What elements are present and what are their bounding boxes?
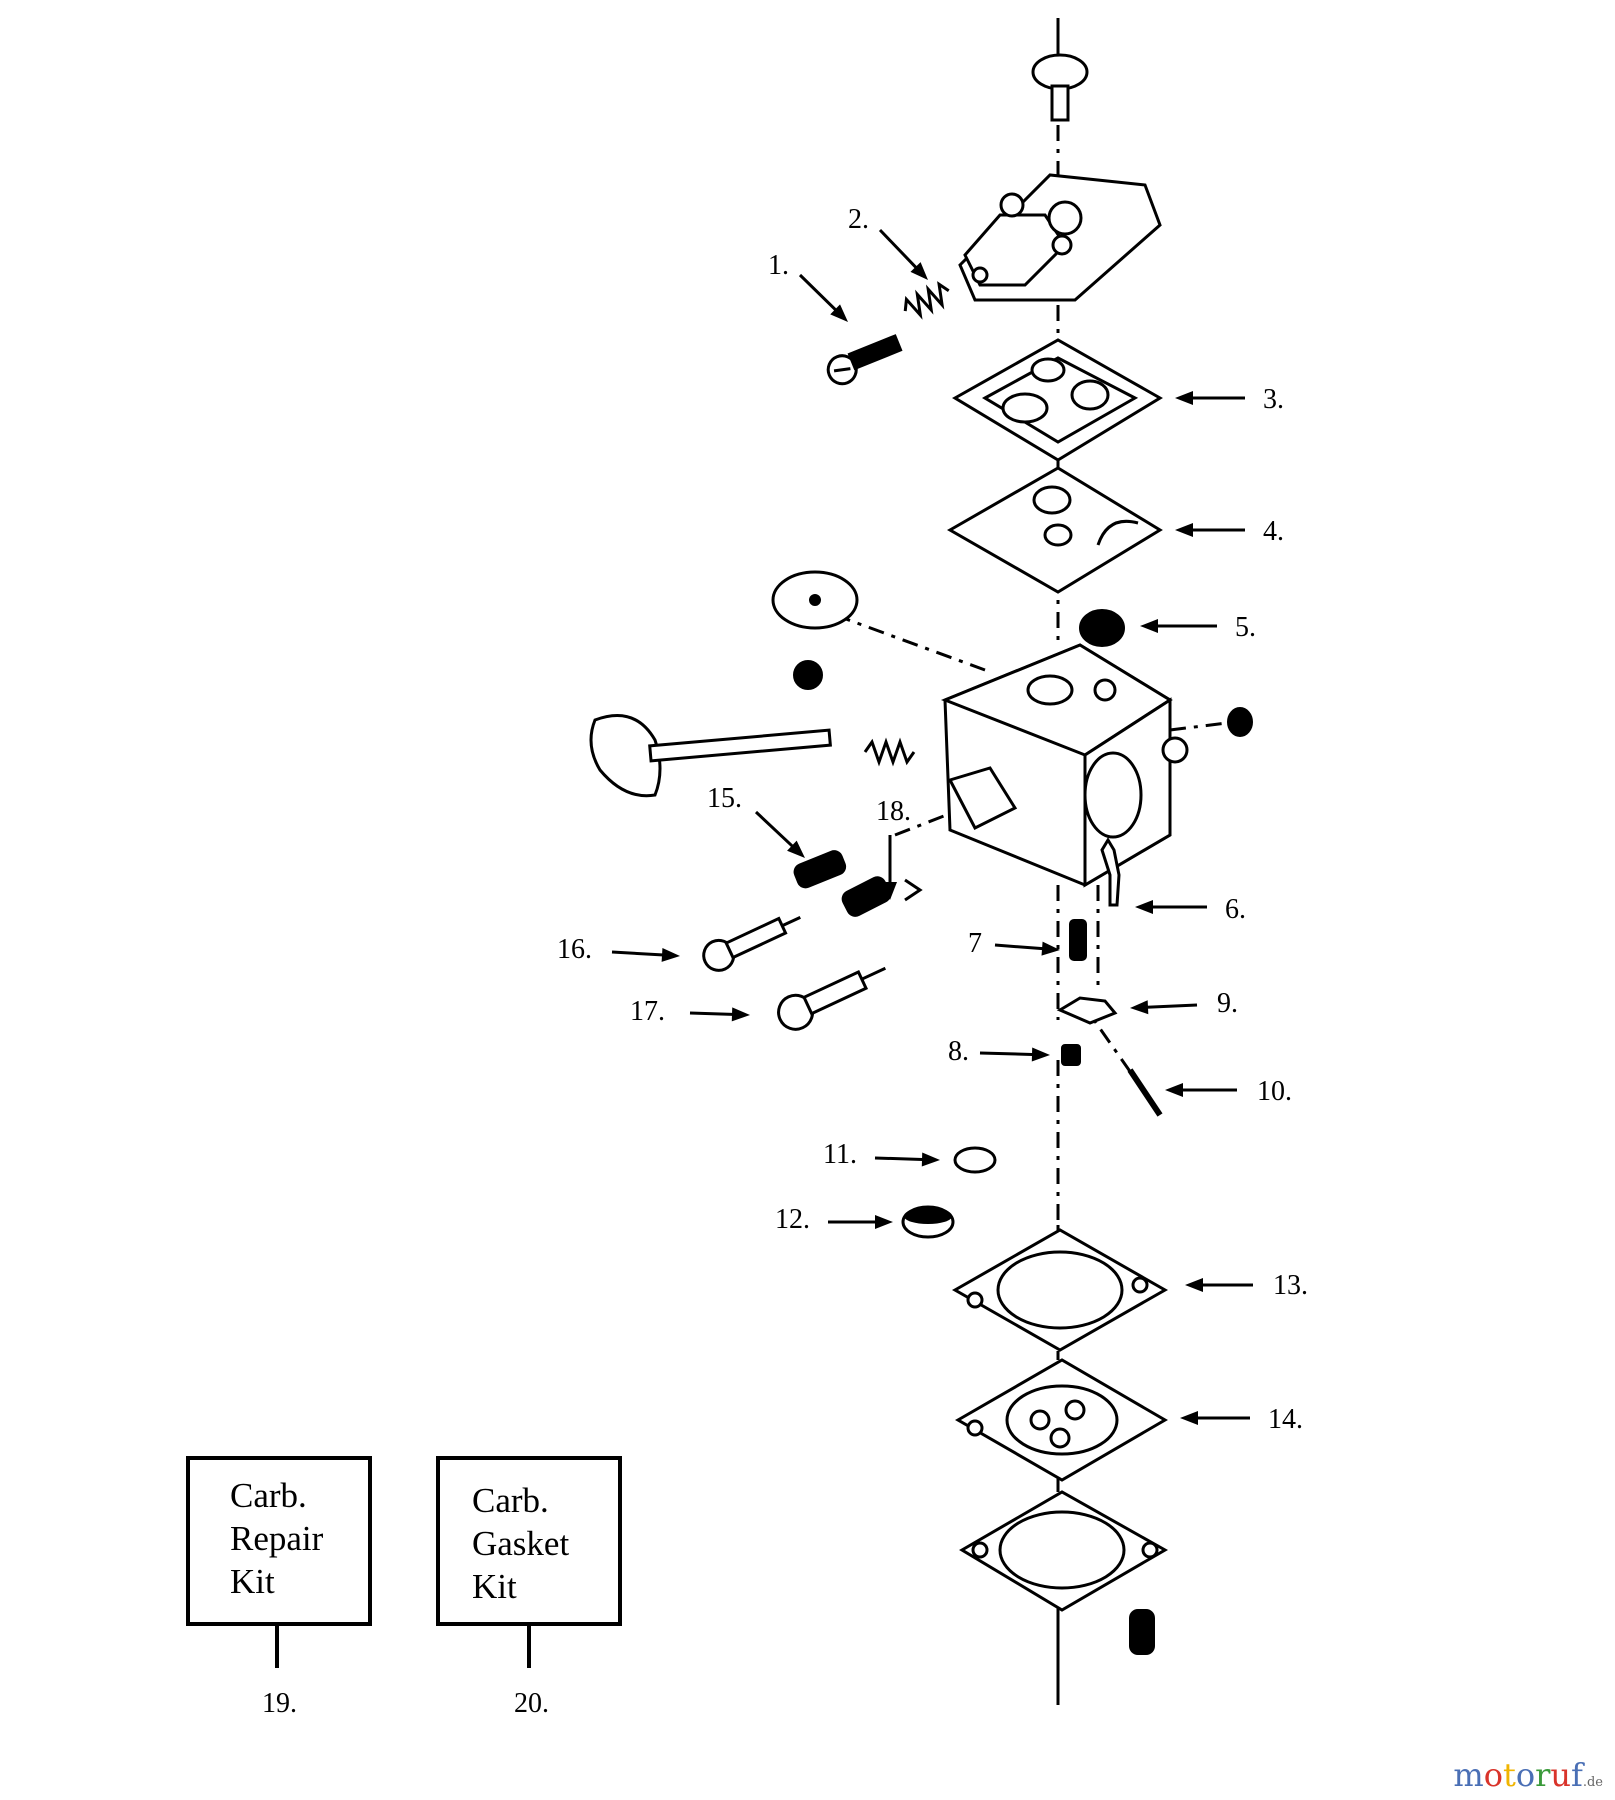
throttle-plate-part xyxy=(771,570,859,690)
kit-20-line-2: Gasket xyxy=(472,1524,569,1563)
callout-arrow-1 xyxy=(798,273,848,322)
callout-label-9: 9. xyxy=(1217,988,1238,1019)
part-9-lever xyxy=(1056,996,1118,1025)
part-3-gasket xyxy=(952,338,1163,462)
part-7-spring xyxy=(1069,919,1087,961)
watermark-letter: o xyxy=(1483,1756,1503,1794)
top-screw-part xyxy=(1031,53,1089,122)
callout-arrows xyxy=(611,228,1253,1425)
callout-label-10: 10. xyxy=(1257,1076,1292,1107)
callout-label-4: 4. xyxy=(1263,516,1284,547)
kit-19-line-1: Carb. xyxy=(230,1476,307,1515)
part-17-needle-screw xyxy=(777,876,891,1031)
part-1-screw xyxy=(826,334,903,386)
callout-label-16: 16. xyxy=(557,934,592,965)
part-10-pin xyxy=(1127,1068,1163,1117)
callout-labels: 1. 2. 3. 4. 5. 6. 7 8. 9. 10. 11. 12. 13. 14. 15. 16. 17… xyxy=(557,204,1308,1435)
part-12-disc xyxy=(901,1205,955,1239)
watermark-letter: m xyxy=(1453,1756,1484,1794)
callout-label-18: 18. xyxy=(876,796,911,827)
watermark-letter: o xyxy=(1515,1756,1536,1794)
callout-arrow-3 xyxy=(1175,391,1245,405)
callout-arrow-9 xyxy=(1130,1000,1198,1015)
carburetor-body xyxy=(940,643,1253,888)
watermark-letter: f xyxy=(1571,1756,1583,1794)
choke-shaft-part xyxy=(589,714,916,798)
callout-label-5: 5. xyxy=(1235,612,1256,643)
kit-19-line-2: Repair xyxy=(230,1519,324,1558)
part-11-disc xyxy=(953,1146,997,1174)
watermark-letter: u xyxy=(1550,1756,1571,1794)
callout-arrow-8 xyxy=(979,1047,1050,1062)
part-14-metering-diaphragm xyxy=(954,1358,1168,1482)
callout-arrow-7 xyxy=(994,941,1060,956)
pump-cover-part xyxy=(958,173,1162,302)
part-6-inlet-needle xyxy=(1100,837,1121,907)
callout-label-1: 1. xyxy=(768,250,789,281)
carb-repair-kit-box: Carb. Repair Kit 19. xyxy=(186,1456,372,1719)
kit-20-line-3: Kit xyxy=(472,1567,517,1606)
watermark-letter: r xyxy=(1535,1756,1551,1794)
kit-20-number: 20. xyxy=(514,1688,549,1719)
part-2-spring xyxy=(903,281,950,320)
callout-arrow-10 xyxy=(1165,1083,1237,1097)
callout-arrow-16 xyxy=(611,947,680,962)
callout-arrow-15 xyxy=(754,810,805,858)
callout-arrow-6 xyxy=(1135,900,1207,914)
callout-label-11: 11. xyxy=(823,1139,857,1170)
carb-gasket-kit-box: Carb. Gasket Kit 20. xyxy=(436,1456,622,1719)
callout-arrow-4 xyxy=(1175,523,1245,537)
callout-arrow-18 xyxy=(883,835,897,900)
watermark-suffix: .de xyxy=(1582,1775,1603,1790)
part-16-needle-screw xyxy=(702,915,801,972)
callout-label-2: 2. xyxy=(848,204,869,235)
part-5-plug xyxy=(1079,609,1125,647)
motoruf-watermark: motoruf.de xyxy=(1453,1756,1603,1794)
callout-arrow-11 xyxy=(874,1152,940,1167)
callout-label-14: 14. xyxy=(1268,1404,1303,1435)
callout-arrow-12 xyxy=(828,1215,893,1229)
callout-label-15: 15. xyxy=(707,783,742,814)
part-15-spring xyxy=(793,850,847,889)
callout-arrow-2 xyxy=(878,228,928,280)
callout-label-3: 3. xyxy=(1263,384,1284,415)
callout-label-8: 8. xyxy=(948,1036,969,1067)
kit-19-number: 19. xyxy=(262,1688,297,1719)
bottom-cover-part xyxy=(959,1490,1169,1655)
part-18-pin xyxy=(904,878,923,902)
part-8-screw xyxy=(1061,1044,1081,1066)
callout-arrow-17 xyxy=(689,1007,750,1022)
watermark-letter: t xyxy=(1502,1756,1516,1794)
part-4-diaphragm xyxy=(946,466,1163,594)
callout-label-13: 13. xyxy=(1273,1270,1308,1301)
callout-arrow-13 xyxy=(1185,1278,1253,1292)
kit-20-line-1: Carb. xyxy=(472,1481,549,1520)
callout-arrow-5 xyxy=(1140,619,1217,633)
callout-label-7: 7 xyxy=(968,928,982,959)
kit-19-line-3: Kit xyxy=(230,1562,275,1601)
part-13-gasket xyxy=(951,1228,1169,1352)
callout-label-6: 6. xyxy=(1225,894,1246,925)
callout-label-17: 17. xyxy=(630,996,665,1027)
callout-arrow-14 xyxy=(1180,1411,1250,1425)
callout-label-12: 12. xyxy=(775,1204,810,1235)
